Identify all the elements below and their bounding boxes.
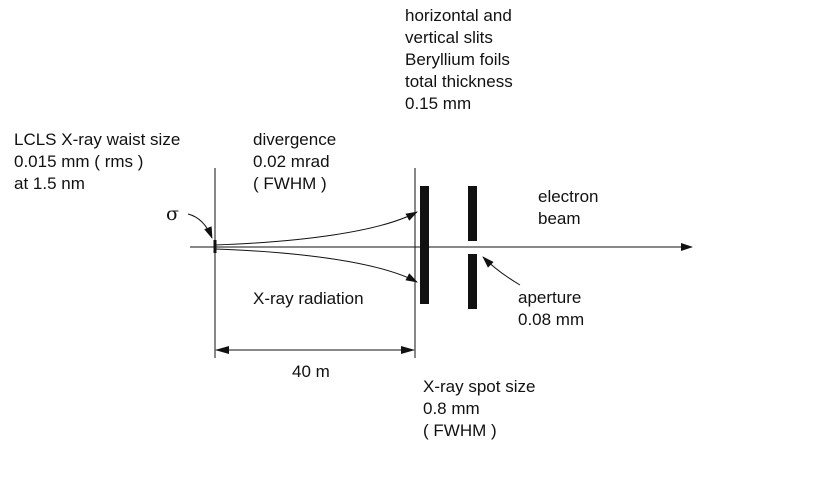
sigma-pointer <box>187 213 213 239</box>
slits-foils-label: horizontal and vertical slits Beryllium … <box>405 6 513 113</box>
divergence-label: divergence 0.02 mrad ( FWHM ) <box>253 130 337 193</box>
sigma-symbol: σ <box>166 203 179 225</box>
divergence-lower-curve <box>214 248 418 283</box>
beryllium-foil <box>420 186 429 304</box>
waist-size-label: LCLS X-ray waist size 0.015 mm ( rms ) a… <box>14 130 181 193</box>
aperture-pointer <box>482 256 521 286</box>
slit-lower <box>468 254 477 309</box>
slit-upper <box>468 186 477 241</box>
spot-size-label: X-ray spot size 0.8 mm ( FWHM ) <box>423 377 536 440</box>
xray-radiation-label: X-ray radiation <box>253 289 364 308</box>
distance-label: 40 m <box>292 362 330 381</box>
aperture-label: aperture 0.08 mm <box>518 288 585 329</box>
electron-beam-label: electron beam <box>538 187 599 228</box>
divergence-upper-curve <box>214 211 418 246</box>
